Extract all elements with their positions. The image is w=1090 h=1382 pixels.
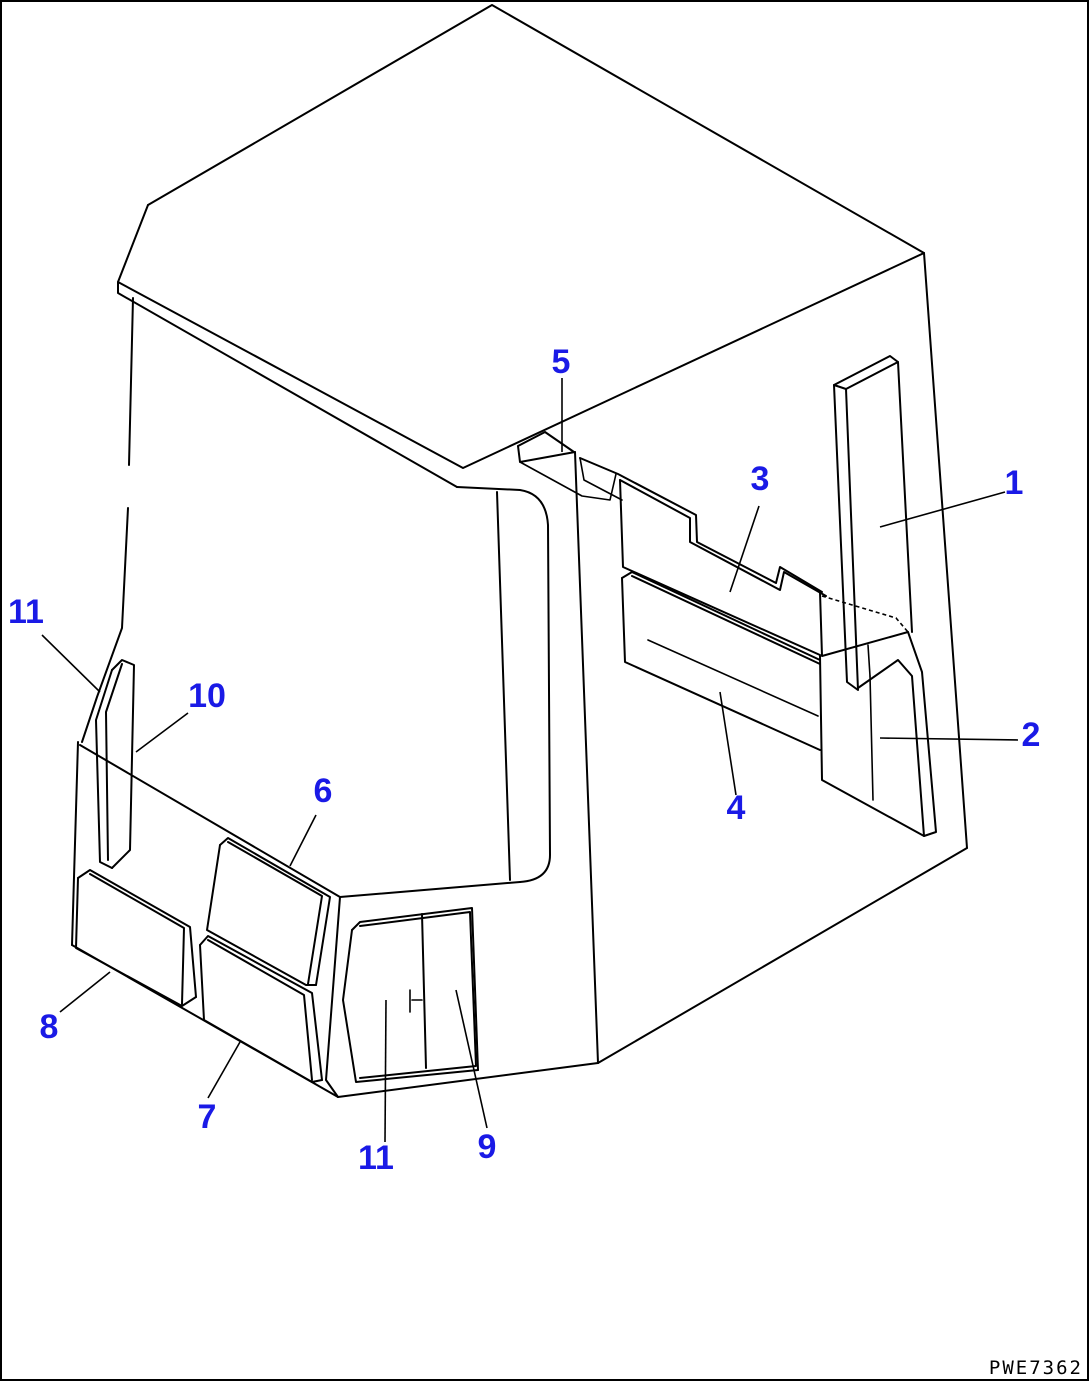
part-3-upper-side-panel <box>579 457 827 656</box>
callout-11-left: 11 <box>8 593 44 631</box>
part-10-left-tall-panel <box>95 659 135 869</box>
callout-6: 6 <box>314 772 333 810</box>
part-7-lower-front-panel <box>199 935 323 1083</box>
callout-7: 7 <box>198 1098 217 1136</box>
callout-2: 2 <box>1022 716 1041 754</box>
callout-1: 1 <box>1005 464 1024 502</box>
callout-4: 4 <box>727 789 746 827</box>
callout-8: 8 <box>40 1008 59 1046</box>
part-1-rear-vertical-panel <box>833 355 913 691</box>
part-4-lower-side-panel <box>621 571 821 751</box>
callout-11-bottom: 11 <box>358 1139 394 1177</box>
leader-lines <box>41 378 1019 1143</box>
part-5-top-bracket <box>517 431 617 501</box>
part-9-front-lower-panel <box>342 907 479 1083</box>
drawing-code: PWE7362 <box>989 1357 1083 1379</box>
part-8-left-lower-panel <box>75 869 197 1007</box>
callout-10: 10 <box>188 677 226 715</box>
callout-9: 9 <box>478 1128 497 1166</box>
callout-3: 3 <box>751 460 770 498</box>
cab-outline <box>71 4 968 1098</box>
part-6-upper-front-panel <box>206 837 331 986</box>
part-2-lower-rear-panel <box>819 591 937 837</box>
callout-5: 5 <box>552 343 571 381</box>
